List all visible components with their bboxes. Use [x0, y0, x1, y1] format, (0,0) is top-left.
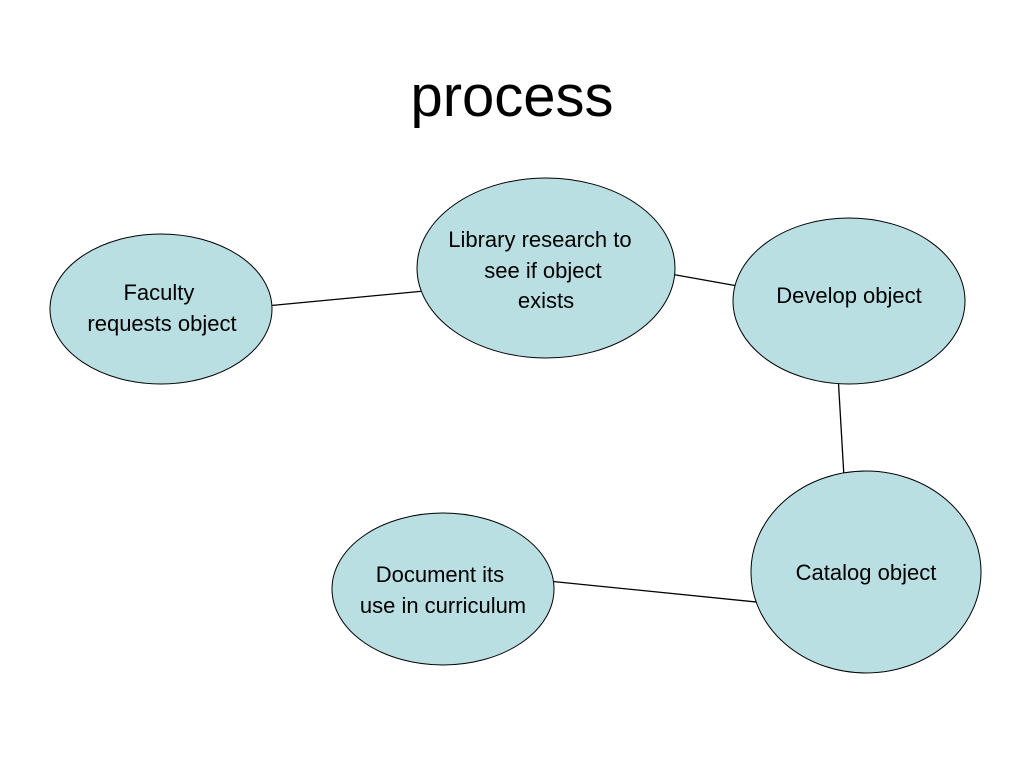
- node-library-line-3: exists: [518, 288, 574, 313]
- svg-text:Catalog object: Catalog object: [796, 560, 937, 585]
- node-library-ellipse: [416, 177, 676, 359]
- svg-text:Faculty requests objec: Faculty requests object: [87, 280, 236, 336]
- edge-catalog-to-document: [537, 576, 777, 605]
- node-catalog: Catalog object: [750, 470, 982, 674]
- node-catalog-ellipse: [750, 470, 982, 674]
- node-faculty-line-1: Faculty: [123, 280, 194, 305]
- node-develop: Develop object: [732, 217, 966, 385]
- edge-faculty-to-library: [265, 286, 436, 307]
- node-document: Document its use in curriculum: [331, 512, 555, 666]
- node-document-ellipse: [331, 512, 555, 666]
- node-document-line-2: use in curriculum: [360, 593, 526, 618]
- node-catalog-line-1: Catalog object: [796, 560, 937, 585]
- node-document-line-1: Document its: [376, 562, 504, 587]
- node-develop-line-1: Develop object: [776, 283, 922, 308]
- node-library: Library research to see if object exists: [416, 177, 676, 359]
- node-develop-ellipse: [732, 217, 966, 385]
- node-library-line-1: Library research to: [448, 227, 631, 252]
- svg-text:Develop object: Develop object: [776, 283, 922, 308]
- node-faculty: Faculty requests object: [49, 233, 273, 385]
- slide-title: process: [410, 64, 614, 129]
- svg-text:Library research to se: Library research to see if object exists: [448, 227, 638, 313]
- svg-text:Document its use in cu: Document its use in curriculum: [360, 562, 526, 618]
- node-faculty-line-2: requests object: [87, 311, 236, 336]
- node-faculty-ellipse: [49, 233, 273, 385]
- node-library-line-2: see if object: [484, 258, 601, 283]
